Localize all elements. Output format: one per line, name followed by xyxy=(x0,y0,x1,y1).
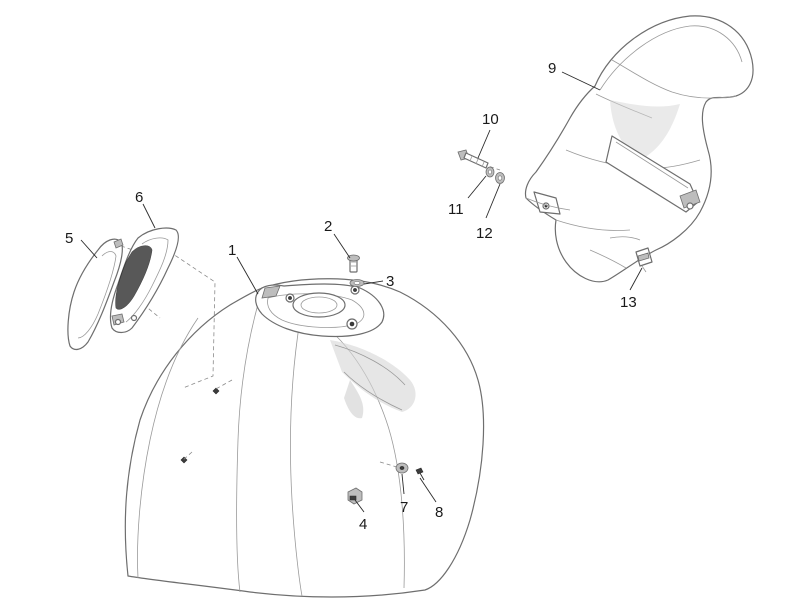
rear-mudguard-part-9 xyxy=(524,15,754,283)
leader-lines xyxy=(80,71,643,513)
callout-11: 11 xyxy=(448,201,464,218)
clip-part-13 xyxy=(635,247,653,273)
screw-part-2 xyxy=(347,254,360,273)
bushing-part-7 xyxy=(395,462,409,474)
nut-part-4 xyxy=(347,487,363,505)
washer-part-11 xyxy=(485,166,495,178)
callout-1: 1 xyxy=(228,242,236,259)
callout-7: 7 xyxy=(400,499,408,516)
small-screw-part-8 xyxy=(415,467,425,481)
washer-part-3 xyxy=(349,279,365,287)
callout-4: 4 xyxy=(359,516,367,533)
reflector-part-5 xyxy=(67,238,124,351)
callout-12: 12 xyxy=(476,225,493,242)
bolt-part-10 xyxy=(457,149,489,169)
washer-part-12 xyxy=(495,172,505,184)
callout-6: 6 xyxy=(135,189,143,206)
front-mudguard-part-1 xyxy=(124,278,485,598)
callout-2: 2 xyxy=(324,218,332,235)
callout-10: 10 xyxy=(482,111,499,128)
callout-8: 8 xyxy=(435,504,443,521)
callout-9: 9 xyxy=(548,60,556,77)
callout-5: 5 xyxy=(65,230,73,247)
callout-3: 3 xyxy=(386,273,394,290)
callout-labels: 1 2 3 4 5 6 7 8 9 10 11 12 13 xyxy=(65,60,637,533)
reflector-base-part-6 xyxy=(109,227,180,334)
callout-13: 13 xyxy=(620,294,637,311)
